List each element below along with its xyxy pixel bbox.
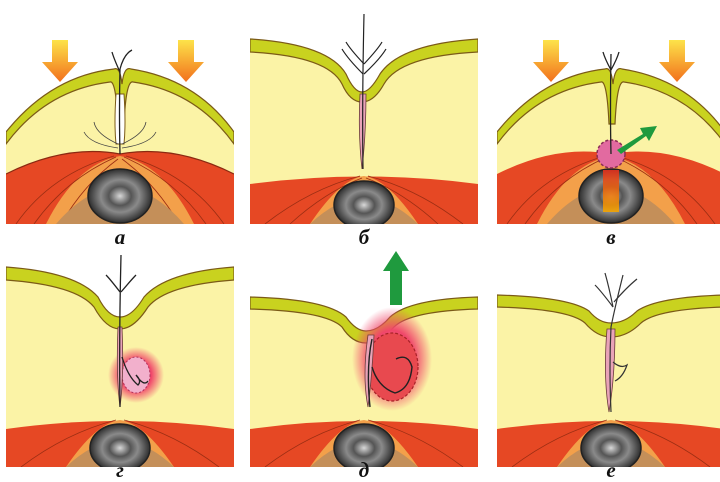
caption-b: б [250,226,478,248]
panel-d [250,247,478,467]
upward-force [603,170,619,212]
diagram-e [497,247,720,467]
diagram-a [6,4,234,224]
panel-e [497,247,720,467]
diagram-d [250,247,478,467]
diagram-g [6,247,234,467]
diagram-v [497,4,720,224]
panel-b [250,4,478,224]
panel-a [6,4,234,224]
caption-d: д [250,459,478,481]
panel-g [6,247,234,467]
diagram-b [250,4,478,224]
caption-a: а [6,226,234,248]
caption-e: е [497,459,720,481]
caption-v: в [497,226,720,248]
bone-icon [88,169,152,223]
panel-v [497,4,720,224]
caption-g: г [6,459,234,481]
bone-icon [334,181,394,224]
